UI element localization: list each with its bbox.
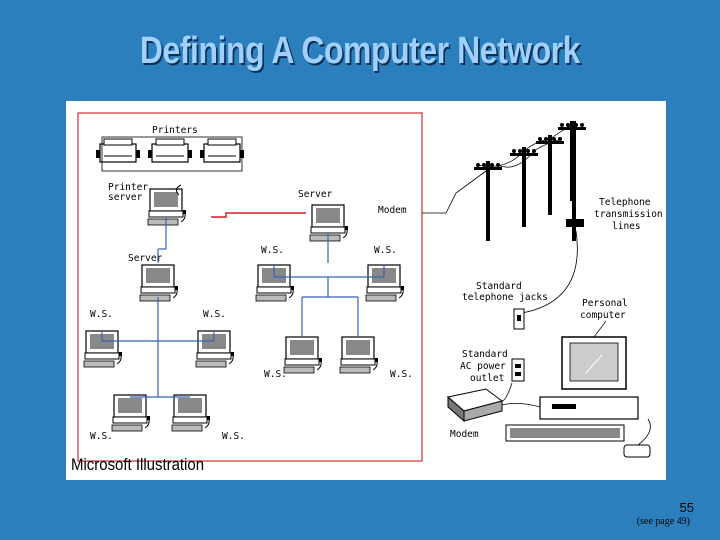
see-page-note: (see page 49) <box>636 516 690 527</box>
printer-server-label-2: server <box>108 192 143 203</box>
printer <box>95 138 141 163</box>
ws-label: W.S. <box>261 245 284 256</box>
power-outlet <box>511 358 525 382</box>
telephone-pole <box>510 147 538 227</box>
workstation <box>255 264 295 302</box>
printer-group <box>95 136 245 172</box>
workstation <box>83 330 123 368</box>
workstation <box>195 330 235 368</box>
slide-title: Defining A Computer Network <box>139 30 581 72</box>
lan-cabling <box>101 218 385 398</box>
printer <box>199 138 245 163</box>
ws-label: W.S. <box>203 309 226 320</box>
power-label-1: Standard <box>462 349 508 360</box>
power-label-3: outlet <box>470 373 504 384</box>
server-label-left: Server <box>128 253 163 264</box>
modem-label-bottom: Modem <box>450 429 479 440</box>
ws-label: W.S. <box>90 431 113 442</box>
modem-device <box>446 388 504 423</box>
modem-cable <box>211 212 306 218</box>
workstation <box>171 394 211 432</box>
ws-label: W.S. <box>90 309 113 320</box>
pc-label-1: Personal <box>582 298 628 309</box>
ws-label: W.S. <box>390 369 413 380</box>
telephone-label-2: transmission <box>594 209 663 220</box>
jacks-label-1: Standard <box>476 281 522 292</box>
ws-label: W.S. <box>264 369 287 380</box>
server-top <box>309 204 349 242</box>
ws-label: W.S. <box>222 431 245 442</box>
workstation <box>111 394 151 432</box>
power-label-2: AC power <box>460 361 506 372</box>
network-diagram: Printers Printer server Server Modem Ser… <box>77 112 663 462</box>
telephone-label-3: lines <box>612 221 641 232</box>
illustration-caption: Microsoft Illustration <box>71 455 205 474</box>
illustration-panel: Printers Printer server Server Modem Ser… <box>66 101 666 480</box>
jacks-label-2: telephone jacks <box>462 292 548 303</box>
personal-computer <box>505 336 651 458</box>
pc-label-2: computer <box>580 310 626 321</box>
lan-boundary <box>77 112 423 462</box>
printers-label: Printers <box>152 125 198 136</box>
modem-label-top: Modem <box>378 205 407 216</box>
workstation <box>339 336 379 374</box>
workstation <box>283 336 323 374</box>
printer <box>147 138 193 163</box>
workstation <box>365 264 405 302</box>
telephone-pole <box>474 161 502 241</box>
telephone-label-1: Telephone <box>599 197 651 208</box>
ws-label: W.S. <box>374 245 397 256</box>
printer-server-workstation <box>147 188 187 226</box>
page-number: 55 <box>679 500 694 515</box>
printer-server-label-1: Printer <box>108 182 148 193</box>
server-label-top: Server <box>298 189 333 200</box>
server-left <box>139 264 179 302</box>
